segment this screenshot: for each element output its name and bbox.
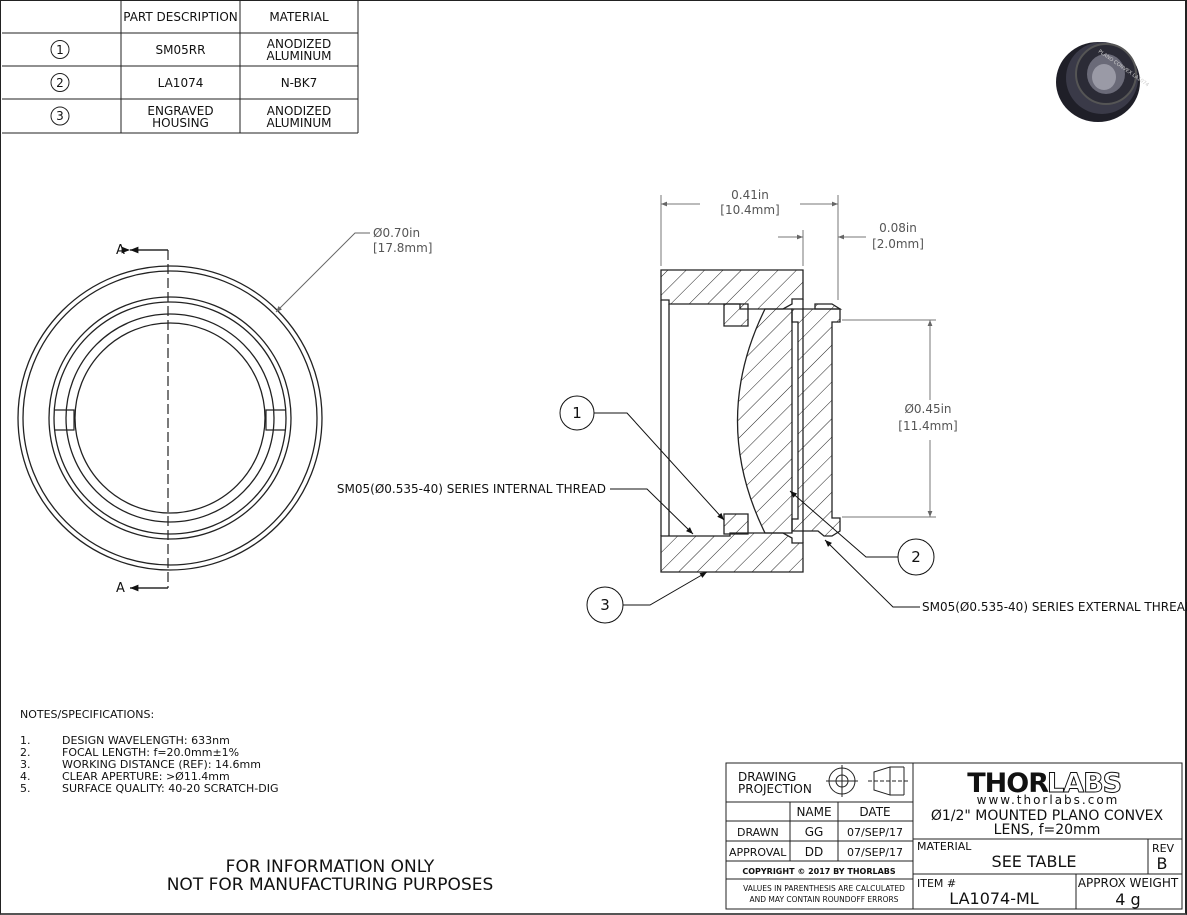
table-header-material: MATERIAL [269,10,329,24]
note-text: FOCAL LENGTH: f=20.0mm±1% [62,746,240,759]
approval-label: APPROVAL [729,846,787,859]
part-description-3-line2: HOUSING [152,116,209,130]
note-number: 5. [20,782,31,795]
front-diameter-in: Ø0.70in [373,226,420,240]
note-number: 2. [20,746,31,759]
logo-thor: THOR [967,768,1049,799]
overall-width-mm: [10.4mm] [720,203,779,217]
material-label: MATERIAL [917,840,972,853]
weight-label: APPROX WEIGHT [1078,876,1179,890]
note-item: 5. SURFACE QUALITY: 40-20 SCRATCH-DIG [20,783,278,795]
notes-specifications: NOTES/SPECIFICATIONS: 1. DESIGN WAVELENGT… [20,709,278,795]
note-text: SURFACE QUALITY: 40-20 SCRATCH-DIG [62,782,279,795]
part-material-3-line2: ALUMINUM [266,116,331,130]
drawn-label: DRAWN [737,826,779,839]
notes-title: NOTES/SPECIFICATIONS: [20,708,155,721]
part-number-1: 1 [56,43,64,57]
balloon-3: 3 [600,596,610,614]
website: www.thorlabs.com [977,793,1120,807]
part-material-1-line1: ANODIZED [267,37,331,51]
note-item: 1. DESIGN WAVELENGTH: 633nm [20,735,278,747]
section-leaders [559,395,935,624]
approval-date: 07/SEP/17 [847,846,903,859]
note-item: 2. FOCAL LENGTH: f=20.0mm±1% [20,747,278,759]
projection-label-line2: PROJECTION [738,782,812,796]
note-text: WORKING DISTANCE (REF): 14.6mm [62,758,261,771]
rev-label: REV [1152,842,1175,855]
part-number-3: 3 [56,109,64,123]
projection-label-line1: DRAWING [738,770,796,784]
balloon-2: 2 [911,548,921,566]
overall-width-in: 0.41in [731,188,769,202]
item-value: LA1074-ML [949,889,1039,908]
parts-table [2,0,359,134]
note-text: CLEAR APERTURE: >Ø11.4mm [62,770,230,783]
part-number-2: 2 [56,76,64,90]
note-number: 4. [20,770,31,783]
note-number: 1. [20,734,31,747]
aperture-in: Ø0.45in [904,402,951,416]
section-dimensions [660,195,936,518]
table-header-description: PART DESCRIPTION [123,10,238,24]
thread-length-in: 0.08in [879,221,917,235]
drawn-name: GG [805,825,824,839]
part-description-1: SM05RR [156,43,206,57]
front-diameter-mm: [17.8mm] [373,241,432,255]
note-item: 4. CLEAR APERTURE: >Ø11.4mm [20,771,278,783]
part-description-2: LA1074 [158,76,204,90]
approval-name: DD [805,845,823,859]
disclaimer-line1: FOR INFORMATION ONLY [225,857,435,877]
thread-length-mm: [2.0mm] [872,237,924,251]
weight-value: 4 g [1115,890,1140,909]
section-mark-top: A [116,243,125,258]
note-number: 3. [20,758,31,771]
title-block [725,762,1183,910]
external-thread-callout: SM05(Ø0.535-40) SERIES EXTERNAL THREAD [922,600,1187,614]
note-item: 3. WORKING DISTANCE (REF): 14.6mm [20,759,278,771]
col-name-header: NAME [796,805,831,819]
part-description-3-line1: ENGRAVED [147,104,213,118]
title-line1: Ø1/2" MOUNTED PLANO CONVEX [931,808,1164,824]
section-view [660,269,843,573]
title-line2: LENS, f=20mm [994,822,1101,838]
values-note-line1: VALUES IN PARENTHESIS ARE CALCULATED [743,884,905,893]
part-material-1-line2: ALUMINUM [266,49,331,63]
disclaimer-line2: NOT FOR MANUFACTURING PURPOSES [166,875,494,895]
aperture-mm: [11.4mm] [898,419,957,433]
drawn-date: 07/SEP/17 [847,826,903,839]
item-label: ITEM # [917,877,956,890]
rev-value: B [1157,854,1168,873]
logo-labs: LABS [1047,768,1121,799]
front-diameter-leader [275,232,370,313]
part-material-2: N-BK7 [281,76,318,90]
values-note-line2: AND MAY CONTAIN ROUNDOFF ERRORS [750,895,899,904]
internal-thread-callout: SM05(Ø0.535-40) SERIES INTERNAL THREAD [337,482,606,496]
note-text: DESIGN WAVELENGTH: 633nm [62,734,230,747]
disclaimer: FOR INFORMATION ONLY NOT FOR MANUFACTURI… [130,858,530,894]
balloon-1: 1 [572,404,582,422]
copyright: COPYRIGHT © 2017 BY THORLABS [742,867,896,876]
section-mark-bottom: A [116,581,125,596]
product-photo: PLANO CONVEX LA1074 [1056,42,1150,122]
material-value: SEE TABLE [992,852,1077,871]
front-view [17,246,323,592]
part-material-3-line1: ANODIZED [267,104,331,118]
col-date-header: DATE [859,805,890,819]
